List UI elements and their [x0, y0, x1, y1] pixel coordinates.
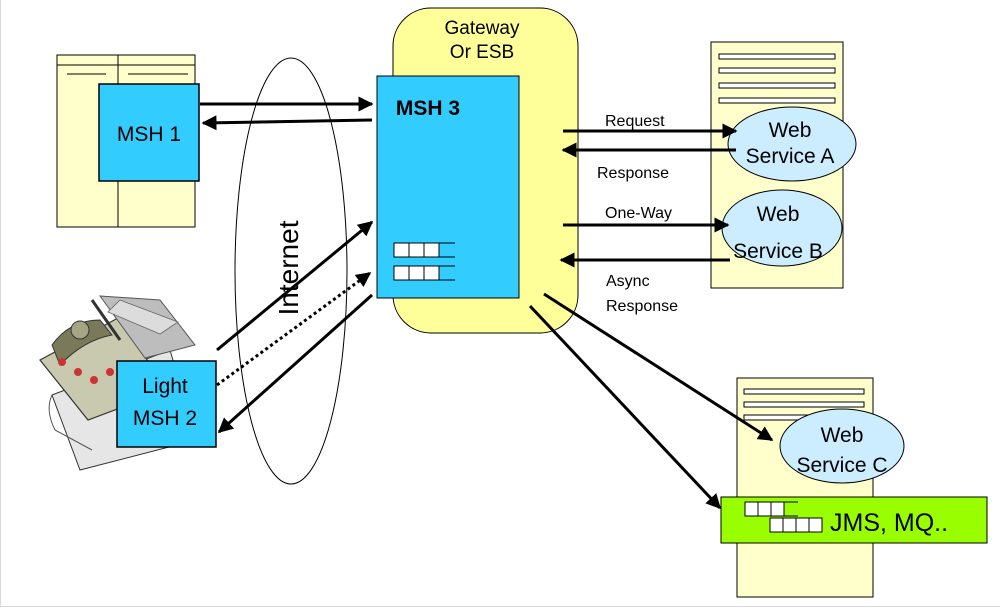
web-service-b-line1: Web [757, 203, 800, 226]
label-async-line2: Response [606, 298, 678, 315]
web-service-c-line2: Service C [796, 454, 887, 477]
jms-mq-label: JMS, MQ.. [830, 509, 948, 537]
msh3-box: MSH 3 [376, 75, 520, 299]
internet-cloud: Internet [234, 57, 348, 485]
gateway-label-line2: Or ESB [450, 42, 514, 63]
web-service-c-line1: Web [821, 424, 864, 447]
arrow-msh3-to-msh2 [217, 293, 374, 434]
msh2-label-line2: MSH 2 [133, 407, 197, 430]
msh2-box: Light MSH 2 [116, 360, 217, 448]
web-service-a-line2: Service A [746, 145, 835, 168]
label-response: Response [597, 165, 669, 182]
jms-mq-queue: JMS, MQ.. [720, 496, 988, 544]
arrow-msh3-to-msh1 [201, 115, 373, 131]
gateway-label-line1: Gateway [445, 18, 520, 39]
web-service-a: Web Service A [727, 106, 857, 182]
arrow-to-jms-mq [528, 304, 722, 510]
label-one-way: One-Way [605, 205, 672, 222]
label-async-line1: Async [606, 273, 650, 290]
label-request: Request [605, 113, 665, 130]
msh1-box: MSH 1 [98, 83, 200, 182]
arrow-msh2-to-msh3-dotted [216, 271, 372, 387]
msh2-label-line1: Light [142, 375, 188, 398]
message-queue-icon [744, 501, 823, 533]
arrow-msh2-to-msh3 [216, 220, 374, 352]
msh3-label: MSH 3 [396, 97, 460, 120]
web-service-c: Web Service C [779, 408, 905, 484]
web-service-b: Web Service B [721, 189, 843, 267]
arrow-to-web-service-c [543, 292, 774, 442]
queue-icon-lower [393, 265, 455, 281]
msh1-label: MSH 1 [117, 123, 181, 146]
web-service-a-line1: Web [769, 119, 812, 142]
queue-icon-upper [393, 242, 455, 258]
web-service-b-line2: Service B [733, 240, 823, 263]
